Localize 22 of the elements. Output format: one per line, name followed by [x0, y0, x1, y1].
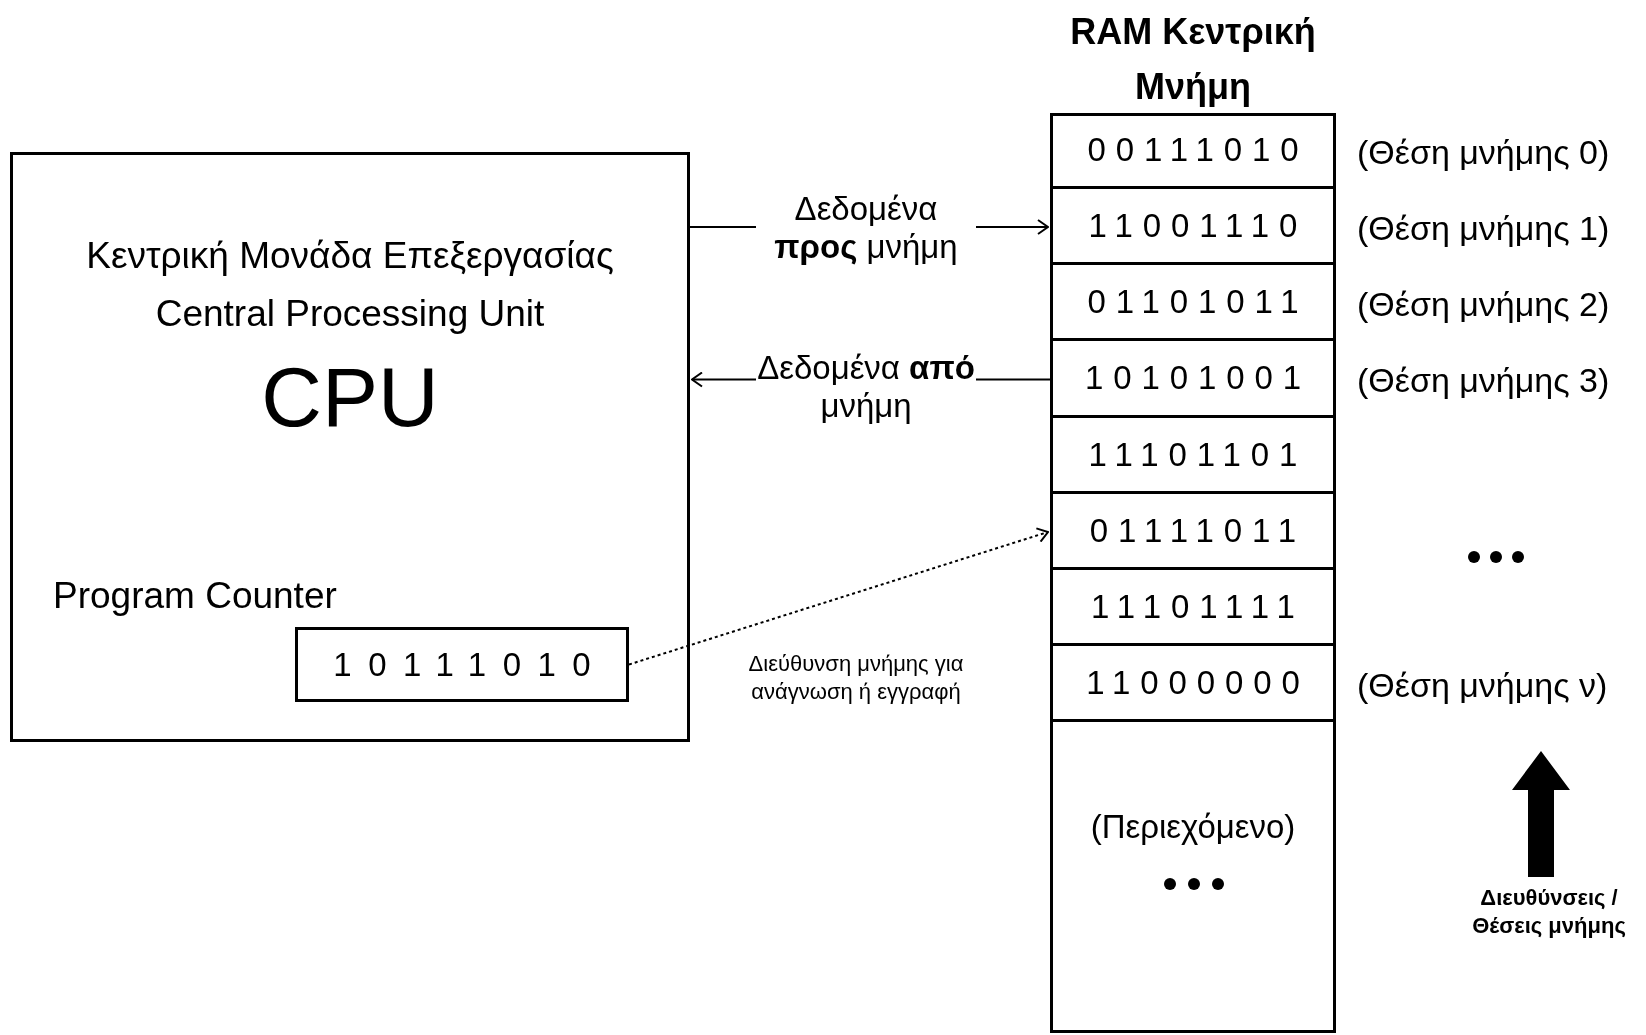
- content-label: (Περιεχόμενο): [1090, 808, 1296, 845]
- binary-value: 11001110: [1088, 207, 1308, 244]
- binary-value: 10101001: [1084, 359, 1311, 396]
- binary-value: 01111011: [1089, 512, 1307, 549]
- address-label: (Θέση μνήμης 3): [1357, 360, 1610, 401]
- cpu-title: Κεντρική Μονάδα Επεξεργασίας Central Processing Unit: [85, 234, 615, 336]
- address-label: (Θέση μνήμης ν): [1357, 665, 1608, 706]
- binary-value: 11101101: [1088, 436, 1308, 473]
- address-label: (Θέση μνήμης 1): [1357, 208, 1610, 249]
- binary-value: 01101011: [1087, 283, 1309, 320]
- cpu-label: CPU: [260, 355, 440, 439]
- address-label: (Θέση μνήμης 0): [1357, 132, 1610, 173]
- direction-label: Διευθύνσεις / Θέσεις μνήμης: [1471, 884, 1627, 940]
- arrow: [628, 527, 1049, 666]
- cpu-box: [10, 152, 690, 742]
- binary-value: 11000000: [1086, 664, 1310, 701]
- address-label: (Θέση μνήμης 2): [1357, 284, 1610, 325]
- register-heading: Program Counter: [53, 574, 337, 618]
- register-value: 10111010: [332, 644, 608, 685]
- memory-heading: RAM Κεντρική Μνήμη: [1069, 10, 1317, 109]
- binary-value: 11101111: [1091, 588, 1305, 625]
- binary-value: 00111010: [1087, 131, 1309, 168]
